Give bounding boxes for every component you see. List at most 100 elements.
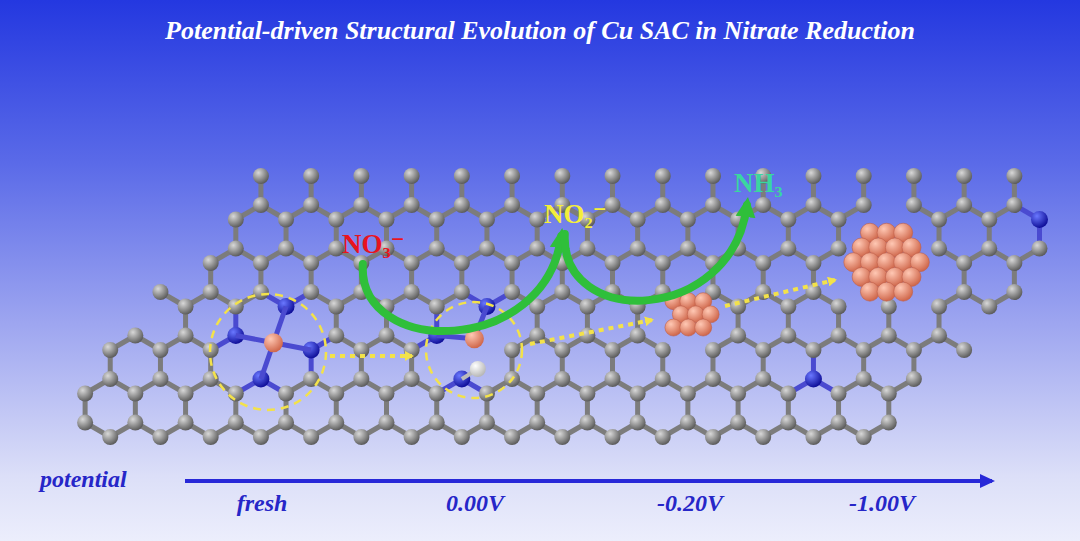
carbon-atom [755,197,771,213]
carbon-atom [504,255,520,271]
carbon-atom [429,415,445,431]
carbon-atom [956,197,972,213]
carbon-atom [831,212,847,228]
carbon-atom [178,415,194,431]
carbon-atom [529,212,545,228]
carbon-atom [328,212,344,228]
carbon-atom [630,241,646,257]
carbon-atom [253,429,269,445]
carbon-atom [881,386,897,402]
carbon-atom [805,168,821,184]
carbon-atom [127,328,143,344]
carbon-atom [454,197,470,213]
carbon-atom [856,342,872,358]
carbon-atom [655,371,671,387]
carbon-atom [429,241,445,257]
carbon-atom [931,328,947,344]
carbon-atom [1031,241,1047,257]
carbon-atom [956,168,972,184]
potential-axis [185,479,992,483]
species-label: NH₃ [734,168,783,199]
carbon-atom [931,299,947,315]
carbon-atom [605,255,621,271]
carbon-atom [655,168,671,184]
carbon-atom [178,299,194,315]
copper-atom [680,319,697,336]
potential-label: fresh [237,490,288,517]
carbon-atom [554,342,570,358]
carbon-atom [353,168,369,184]
carbon-atom [303,255,319,271]
carbon-atom [805,342,821,358]
carbon-atom [178,328,194,344]
potential-label: -0.20V [657,490,723,517]
carbon-atom [152,429,168,445]
carbon-atom [378,212,394,228]
carbon-atom [253,255,269,271]
site-highlight [210,294,326,410]
carbon-atom [680,241,696,257]
carbon-atom [253,197,269,213]
carbon-atom [228,386,244,402]
carbon-atom [856,429,872,445]
carbon-atom [931,212,947,228]
carbon-atom [605,342,621,358]
carbon-atom [102,371,118,387]
carbon-atom [328,328,344,344]
carbon-atom [328,415,344,431]
carbon-atom [328,386,344,402]
carbon-atom [680,386,696,402]
hydrogen-atom [470,361,486,377]
carbon-atom [454,255,470,271]
carbon-atom [705,342,721,358]
carbon-atom [378,415,394,431]
evolution-arrow [530,320,652,344]
lattice-bonds [85,176,1039,437]
carbon-atom [956,342,972,358]
carbon-atom [755,342,771,358]
carbon-atom [178,386,194,402]
carbon-atom [554,168,570,184]
carbon-atom [228,241,244,257]
carbon-atom [705,429,721,445]
carbon-atom [579,241,595,257]
carbon-atom [479,241,495,257]
carbon-atom [479,212,495,228]
carbon-atom [655,342,671,358]
carbon-atom [278,212,294,228]
carbon-atom [981,299,997,315]
carbon-atom [529,415,545,431]
carbon-atom [278,386,294,402]
carbon-atom [303,284,319,300]
carbon-atom [730,328,746,344]
copper-atom [665,319,682,336]
evolution-arrow [725,280,835,306]
carbon-atom [253,284,269,300]
carbon-atom [805,197,821,213]
species-label: NO₃⁻ [342,228,405,260]
carbon-atom [378,386,394,402]
carbon-atom [780,299,796,315]
carbon-atom [102,429,118,445]
carbon-atom [605,197,621,213]
carbon-atom [831,415,847,431]
carbon-atom [1006,168,1022,184]
nitrogen-atom [805,371,822,388]
carbon-atom [228,415,244,431]
carbon-atom [454,284,470,300]
carbon-atom [630,386,646,402]
carbon-atom [278,241,294,257]
carbon-atom [454,168,470,184]
carbon-atom [102,342,118,358]
carbon-atom [630,212,646,228]
carbon-atom [730,415,746,431]
carbon-atom [881,415,897,431]
carbon-atom [328,241,344,257]
potential-label: 0.00V [446,490,504,517]
carbon-atom [228,212,244,228]
carbon-atom [579,386,595,402]
diagram-title: Potential-driven Structural Evolution of… [0,16,1080,46]
carbon-atom [303,168,319,184]
carbon-atom [831,386,847,402]
carbon-atom [831,241,847,257]
